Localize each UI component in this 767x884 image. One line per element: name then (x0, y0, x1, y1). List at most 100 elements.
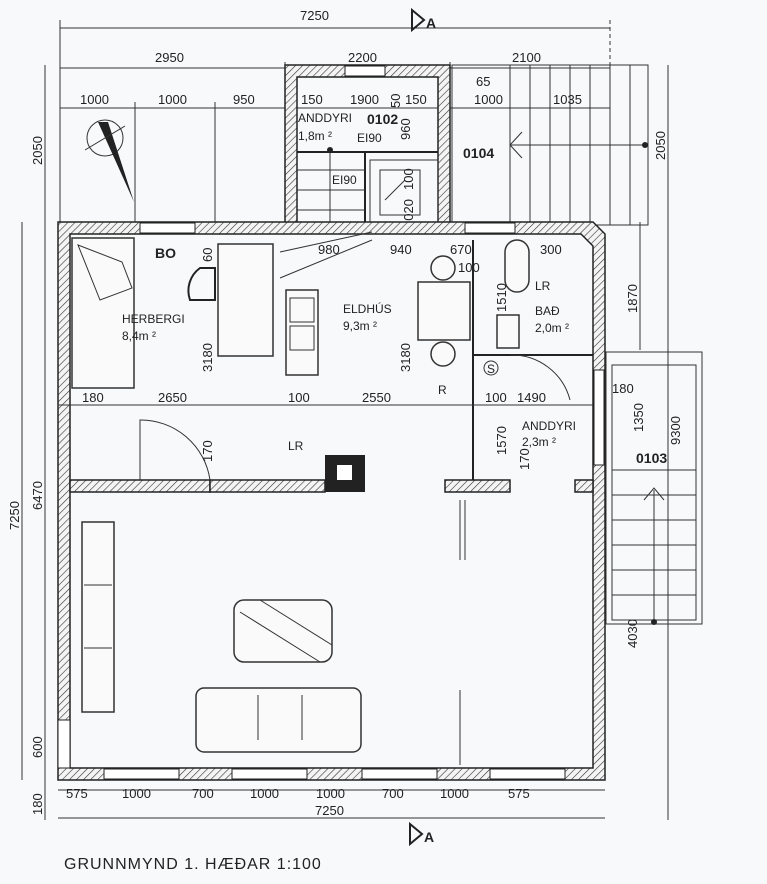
dim: 700 (192, 786, 214, 801)
dim: 1000 (122, 786, 151, 801)
room-labels: HERBERGI 8,4m ² BO ELDHÚS 9,3m ² BAÐ 2,0… (122, 245, 576, 453)
north-arrow-icon (84, 119, 134, 202)
room-label-herbergi: HERBERGI (122, 312, 185, 326)
room-number-0102: 0102 (367, 111, 398, 127)
section-label-bottom: A (424, 829, 434, 845)
dim: 700 (382, 786, 404, 801)
dim: 2550 (362, 390, 391, 405)
label-fridge: R (438, 383, 447, 397)
section-arrow-top (411, 7, 426, 33)
fire-rating-label: EI90 (357, 131, 382, 145)
drawing-title: GRUNNMYND 1. HÆÐAR 1:100 (64, 856, 322, 873)
dining-table (417, 281, 471, 341)
dim: 100 (458, 260, 480, 275)
section-arrow-bottom (409, 821, 424, 847)
dim: 1000 (158, 92, 187, 107)
furniture (71, 231, 530, 753)
label-lr: LR (535, 279, 551, 293)
bottom-dimensions: 575 1000 700 1000 1000 700 1000 575 7250… (58, 786, 605, 847)
toilet (504, 239, 530, 293)
room-area-anddyri-lower: 2,3m ² (522, 435, 556, 449)
dim: 1000 (316, 786, 345, 801)
dim: 100 (485, 390, 507, 405)
dim: 4030 (625, 619, 640, 648)
sofa-side (81, 521, 115, 713)
dim: 575 (66, 786, 88, 801)
dim: 100 (288, 390, 310, 405)
room-label-eldhus: ELDHÚS (343, 301, 392, 316)
dim: 3180 (200, 343, 215, 372)
dim: 1570 (494, 426, 509, 455)
dim: 60 (200, 248, 215, 262)
dim: 1900 (350, 92, 379, 107)
label-lr: LR (288, 439, 304, 453)
dim: 150 (301, 92, 323, 107)
sink (285, 289, 319, 376)
section-label-top: A (426, 15, 436, 31)
dim: 1350 (631, 403, 646, 432)
room-label-anddyri-upper: ANDDYRI (298, 111, 352, 125)
dim: 600 (30, 736, 45, 758)
dim-bottom-total: 7250 (315, 803, 344, 818)
washbasin (496, 314, 520, 349)
dim: 2050 (653, 131, 668, 160)
dim: 950 (233, 92, 255, 107)
fire-rating-label: EI90 (332, 173, 357, 187)
dim: 300 (540, 242, 562, 257)
dim: 180 (30, 793, 45, 815)
dim: 2650 (158, 390, 187, 405)
dim: 980 (318, 242, 340, 257)
room-area-herbergi: 8,4m ² (122, 329, 156, 343)
dim: 9300 (668, 416, 683, 445)
dim: 100 (401, 168, 416, 190)
dim: 150 (405, 92, 427, 107)
dim: 180 (82, 390, 104, 405)
dim: 180 (612, 381, 634, 396)
room-number-0103: 0103 (636, 450, 667, 466)
dim-top-c: 2100 (512, 50, 541, 65)
side-dimensions: 2050 7250 6470 600 180 2050 1870 9300 13… (7, 65, 683, 820)
entrance-annex: ANDDYRI 1,8m ² 0102 EI90 EI90 960 50 102… (284, 64, 451, 228)
dim: 670 (450, 242, 472, 257)
stair-0104: 0104 (451, 64, 649, 226)
dim: 1000 (474, 92, 503, 107)
dim: 7250 (7, 501, 22, 530)
room-area-anddyri-upper: 1,8m ² (298, 129, 332, 143)
dim: 170 (200, 440, 215, 462)
dim: 1000 (250, 786, 279, 801)
dim: 1510 (494, 283, 509, 312)
room-label-bad: BAÐ (535, 304, 560, 318)
interior-dimensions: 180 2650 100 2550 100 1490 980 940 670 1… (58, 242, 593, 470)
room-label-anddyri-lower: ANDDYRI (522, 419, 576, 433)
room-area-bad: 2,0m ² (535, 321, 569, 335)
dim-top-b: 2200 (348, 50, 377, 65)
dim: 65 (476, 74, 490, 89)
coffee-table (233, 599, 333, 663)
dim: 50 (388, 94, 403, 108)
dim: 1870 (625, 284, 640, 313)
dim: 960 (398, 118, 413, 140)
bed (71, 237, 135, 389)
dim: 6470 (30, 481, 45, 510)
stair-0103: 0103 (605, 351, 703, 625)
dim: 1000 (440, 786, 469, 801)
dim: 3180 (398, 343, 413, 372)
dim: 1490 (517, 390, 546, 405)
dim: 1000 (80, 92, 109, 107)
dim: 940 (390, 242, 412, 257)
dim-top-a: 2950 (155, 50, 184, 65)
label-bo: BO (155, 245, 176, 261)
sofa (195, 687, 362, 753)
top-dimensions: 7250 2950 2200 2100 1000 1000 950 150 19… (59, 7, 611, 222)
dim: 575 (508, 786, 530, 801)
label-s: S (487, 362, 495, 376)
dim: 170 (517, 448, 532, 470)
dim: 2050 (30, 136, 45, 165)
room-area-eldhus: 9,3m ² (343, 319, 377, 333)
room-number-0104: 0104 (463, 145, 494, 161)
desk (217, 243, 274, 357)
dim: 1020 (401, 199, 416, 228)
dim: 1035 (553, 92, 582, 107)
main-walls (57, 221, 606, 781)
